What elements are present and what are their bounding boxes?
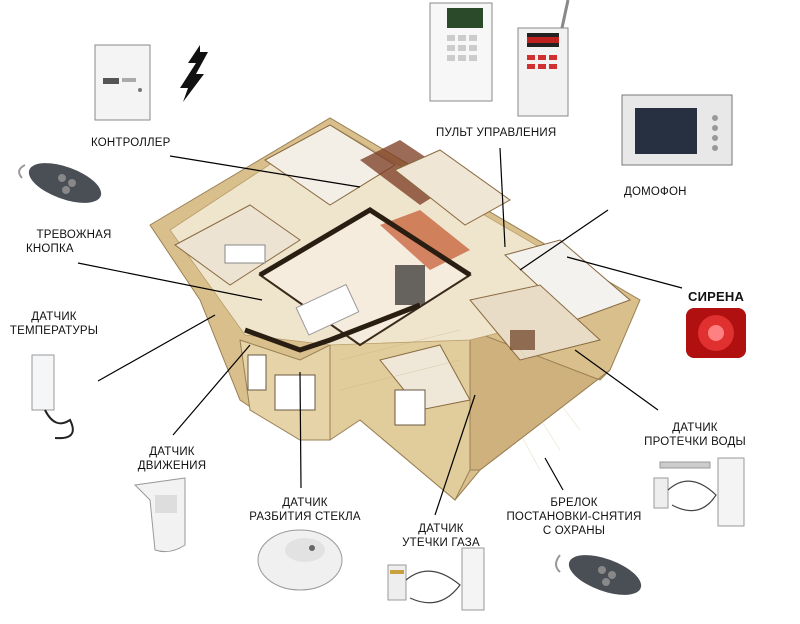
label-arm-disarm-fob: БРЕЛОК ПОСТАНОВКИ-СНЯТИЯ С ОХРАНЫ [500,496,648,538]
intercom-icon [621,94,733,166]
siren-icon [686,308,746,358]
label-panic-button-line1: ТРЕВОЖНАЯ [36,229,112,241]
key-fob-icon [18,163,102,203]
label-gas-leak-sensor: ДАТЧИК УТЕЧКИ ГАЗА [386,522,496,550]
water-leak-sensor-icon [653,457,745,527]
motion-sensor-icon [133,477,186,553]
key-fob-icon [555,554,642,595]
label-temperature-sensor-line2: ТЕМПЕРАТУРЫ [9,325,99,337]
keypad-icon [517,0,570,117]
label-water-leak-sensor-line2: ПРОТЕЧКИ ВОДЫ [644,436,746,448]
label-glass-break-sensor-line2: РАЗБИТИЯ СТЕКЛА [249,511,361,523]
gas-leak-sensor-icon [387,547,485,611]
label-motion-sensor: ДАТЧИК ДВИЖЕНИЯ [124,445,220,473]
label-motion-sensor-line1: ДАТЧИК [149,446,195,458]
label-temperature-sensor-line1: ДАТЧИК [31,311,77,323]
label-control-panel: ПУЛЬТ УПРАВЛЕНИЯ [436,127,557,139]
label-gas-leak-sensor-line1: ДАТЧИК [418,523,464,535]
label-gas-leak-sensor-line2: УТЕЧКИ ГАЗА [402,537,480,549]
label-intercom: ДОМОФОН [624,186,687,198]
label-temperature-sensor: ДАТЧИК ТЕМПЕРАТУРЫ [4,310,104,338]
label-panic-button-line2: КНОПКА [26,243,74,255]
label-arm-disarm-fob-line2: ПОСТАНОВКИ-СНЯТИЯ [506,511,642,523]
controller-box-icon [94,44,151,121]
label-panic-button: ТРЕВОЖНАЯ КНОПКА [26,228,122,256]
label-water-leak-sensor-line1: ДАТЧИК [672,422,718,434]
temperature-sensor-icon [31,354,74,440]
label-arm-disarm-fob-line3: С ОХРАНЫ [542,525,606,537]
label-motion-sensor-line2: ДВИЖЕНИЯ [137,460,207,472]
label-siren: СИРЕНА [688,289,745,304]
house-cutaway [149,117,641,501]
connector-lines [77,147,683,516]
lightning-icon [180,45,208,102]
label-water-leak-sensor: ДАТЧИК ПРОТЕЧКИ ВОДЫ [630,421,760,449]
label-glass-break-sensor-line1: ДАТЧИК [282,497,328,509]
label-arm-disarm-fob-line1: БРЕЛОК [550,497,598,509]
keypad-icon [429,2,493,102]
glass-break-sensor-icon [257,529,343,591]
label-glass-break-sensor: ДАТЧИК РАЗБИТИЯ СТЕКЛА [240,496,370,524]
label-controller: КОНТРОЛЛЕР [91,137,171,149]
